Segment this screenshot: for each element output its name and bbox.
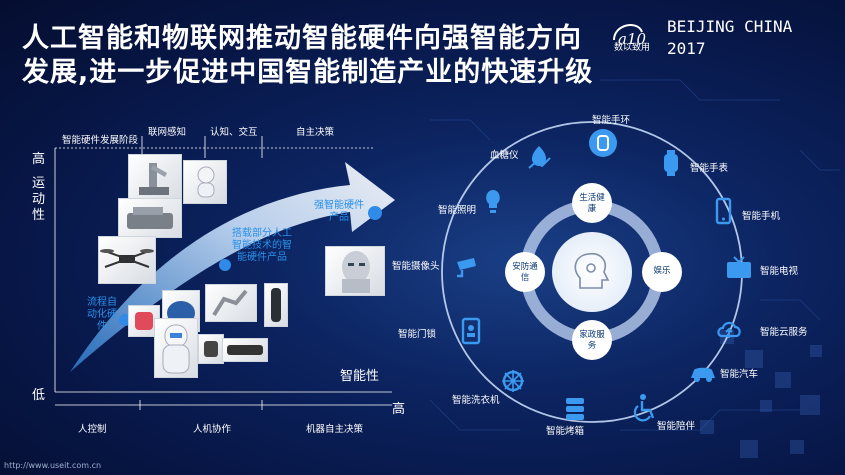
footer-url: http://www.useit.com.cn — [4, 461, 102, 470]
x-axis-title: 智能性 — [340, 369, 380, 384]
sub-circle-top — [572, 183, 612, 223]
growth-arrow — [70, 162, 395, 372]
device-label-companion: 智能陪伴 — [657, 421, 696, 432]
smartwatch-image — [198, 334, 224, 364]
device-label-lighting: 智能照明 — [438, 205, 477, 216]
drone-image — [98, 236, 156, 284]
center-item-entertainment: 娱乐 — [653, 266, 671, 276]
bottom-label-0: 人控制 — [78, 424, 107, 435]
arrow-text-stage1: 流程自动化硬件 — [87, 297, 117, 332]
device-label-glucose: 血糖仪 — [490, 150, 519, 161]
slide-title: 人工智能和物联网推动智能硬件向强智能方向 发展,进一步促进中国智能制造产业的快速… — [22, 22, 622, 90]
logo-caption: 数以致用 — [614, 43, 651, 53]
band-icon — [588, 128, 618, 158]
companion-icon — [630, 392, 660, 422]
decorative-cubes — [700, 330, 822, 458]
device-label-oven: 智能烤箱 — [546, 426, 585, 437]
device-label-phone: 智能手机 — [742, 211, 781, 222]
arrow-text-stage2: 搭载部分人工智能技术的智能硬件产品 — [232, 228, 292, 263]
y-axis-title: 运动性 — [32, 176, 46, 223]
y-axis-low: 低 — [32, 388, 46, 403]
stage-label-1: 联网感知 — [148, 127, 187, 138]
device-label-cloud: 智能云服务 — [760, 327, 808, 338]
sub-circle-right — [642, 252, 682, 292]
stage-dot-2 — [219, 259, 231, 271]
lightbulb-icon — [478, 186, 508, 216]
stage-label-0: 智能硬件发展阶段 — [62, 135, 139, 146]
oven-icon — [560, 394, 590, 424]
city-line-1: BEIJING CHINA — [667, 17, 793, 36]
event-location: BEIJING CHINA 2017 — [667, 16, 792, 60]
sub-circle-left — [505, 252, 545, 292]
washer-icon — [498, 366, 528, 396]
stage-label-3: 自主决策 — [296, 127, 335, 138]
device-label-tv: 智能电视 — [760, 266, 799, 277]
city-line-2: 2017 — [667, 39, 706, 58]
humanoid-robot-image — [325, 246, 385, 296]
device-label-doorlock: 智能门锁 — [398, 329, 437, 340]
stage-label-2: 认知、交互 — [210, 127, 258, 138]
stage-dot-3 — [368, 206, 382, 220]
bottom-label-2: 机器自主决策 — [306, 424, 364, 435]
title-line-1: 人工智能和物联网推动智能硬件向强智能方向 — [22, 23, 582, 54]
device-label-band: 智能手环 — [592, 115, 631, 126]
glucose-meter-icon — [524, 142, 554, 172]
y-axis-high: 高 — [32, 152, 46, 167]
camera-icon — [452, 252, 482, 282]
center-head-icon — [574, 252, 610, 289]
service-robot-image — [183, 160, 227, 204]
home-robot-image — [154, 318, 198, 378]
center-item-health: 生活健康 — [579, 193, 605, 214]
vr-glasses-image — [222, 338, 268, 362]
door-lock-icon — [456, 316, 486, 346]
cloud-icon — [714, 314, 744, 344]
title-line-2: 发展,进一步促进中国智能制造产业的快速升级 — [22, 57, 594, 88]
robot-vacuum-image — [118, 198, 182, 238]
x-axis-high: 高 — [392, 402, 406, 417]
device-label-watch: 智能手表 — [690, 163, 729, 174]
center-item-security: 安防通信 — [512, 262, 538, 283]
circuit-lines — [429, 79, 840, 431]
tv-icon — [724, 254, 754, 284]
sub-circle-bottom — [572, 320, 612, 360]
brand-logo: a10 — [608, 14, 664, 60]
phone-icon — [708, 196, 738, 226]
car-icon — [688, 358, 718, 388]
logo-mark: a10 — [618, 30, 646, 48]
left-diagram-frame — [54, 136, 392, 410]
arrow-text-stage3: 强智能硬件产品 — [314, 200, 364, 223]
surgical-robot-image — [128, 154, 182, 202]
logo-mark-icon: a10 — [613, 24, 646, 48]
center-item-housekeeping: 家政服务 — [579, 330, 605, 351]
device-label-washer: 智能洗衣机 — [452, 395, 500, 406]
bottom-label-1: 人机协作 — [193, 424, 232, 435]
watch-icon — [656, 148, 686, 178]
device-label-camera: 智能摄像头 — [392, 261, 440, 272]
smart-speaker-image — [264, 283, 288, 327]
robot-arm-image — [205, 284, 257, 322]
device-label-car: 智能汽车 — [720, 369, 759, 380]
